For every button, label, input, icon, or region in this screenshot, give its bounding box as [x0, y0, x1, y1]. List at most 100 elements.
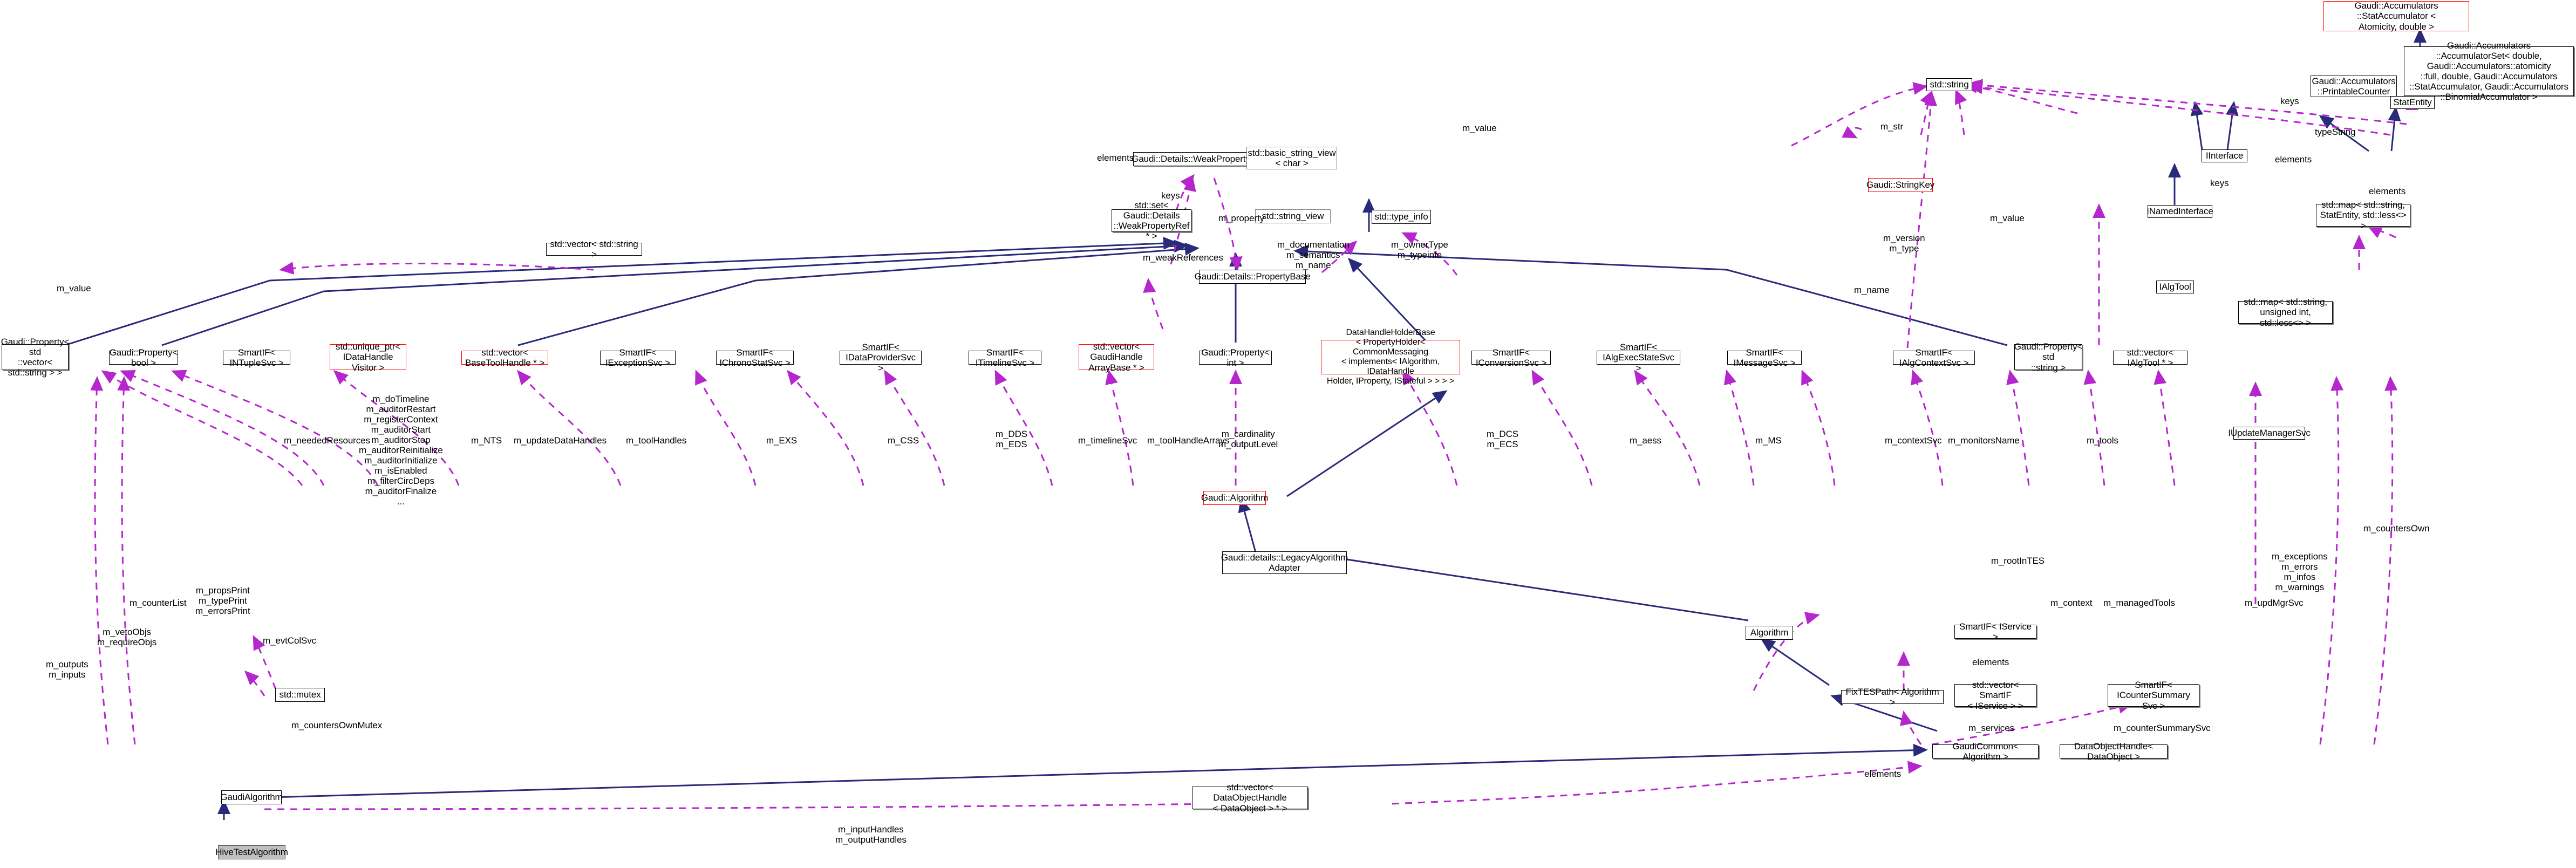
edge-label-m-tools: m_tools: [2087, 435, 2118, 446]
edge-label-big-properties: m_doTimeline m_auditorRestart m_register…: [359, 394, 443, 507]
edge-label-m-contextsvc: m_contextSvc: [1885, 435, 1942, 446]
node-dhholderbase[interactable]: DataHandleHolderBase < PropertyHolder< C…: [1321, 328, 1460, 386]
edge-label-m-propsprint: m_propsPrint m_typePrint m_errorsPrint: [195, 585, 250, 617]
edge-label-m-css: m_CSS: [888, 435, 919, 446]
node-propertybase[interactable]: Gaudi::Details::PropertyBase: [1195, 270, 1311, 284]
edge-label-elements-1: elements: [1097, 153, 1134, 163]
edge-label-m-str: m_str: [1880, 121, 1904, 132]
node-vecgaudiarr[interactable]: std::vector< GaudiHandle ArrayBase * >: [1079, 341, 1154, 373]
edge-label-m-nts: m_NTS: [471, 435, 502, 446]
edge-label-m-toolhandlearrays: m_toolHandleArrays: [1147, 435, 1230, 446]
edge-label-m-evtcolsvc: m_evtColSvc: [263, 635, 317, 646]
edge-label-m-updmgrsvc: m_updMgrSvc: [2245, 598, 2304, 608]
node-dohdataobject[interactable]: DataObjectHandle< DataObject >: [2060, 741, 2168, 762]
edge-label-m-countersownmutex: m_countersOwnMutex: [291, 720, 383, 730]
node-sifalgctx[interactable]: SmartIF< IAlgContextSvc >: [1893, 347, 1975, 368]
node-vecstring[interactable]: std::vector< std::string >: [546, 239, 642, 259]
node-stdstring[interactable]: std::string: [1926, 78, 1972, 91]
node-gaudialgorithm[interactable]: Gaudi::Algorithm: [1201, 491, 1268, 505]
node-basicstrview[interactable]: std::basic_string_view < char >: [1246, 147, 1337, 169]
node-sifexcept[interactable]: SmartIF< IExceptionSvc >: [600, 347, 676, 368]
node-stdmutex[interactable]: std::mutex: [275, 688, 325, 702]
edge-label-m-outputs: m_outputs m_inputs: [46, 659, 88, 680]
edge-label-m-timelinesvc: m_timelineSvc: [1078, 435, 1137, 446]
node-fixtespath[interactable]: FixTESPath< Algorithm >: [1841, 687, 1944, 707]
edge-label-m-version: m_version m_type: [1883, 233, 1925, 254]
edge-label-m-services: m_services: [1968, 723, 2014, 733]
node-propvecstring[interactable]: Gaudi::Property< std ::vector< std::stri…: [1, 336, 70, 378]
edge-label-m-name: m_name: [1854, 285, 1890, 295]
node-accset[interactable]: Gaudi::Accumulators ::AccumulatorSet< do…: [2404, 40, 2574, 102]
edge-label-m-countersown: m_countersOwn: [2363, 523, 2430, 534]
edge-label-m-toolhandles: m_toolHandles: [626, 435, 687, 446]
edge-label-m-aess: m_aess: [1630, 435, 1661, 446]
node-siftimeline[interactable]: SmartIF< ITimelineSvc >: [969, 347, 1041, 368]
node-sifiservice[interactable]: SmartIF< IService >: [1954, 621, 2036, 642]
edge-label-m-ownertype: m_ownerType m_typeinfo: [1391, 240, 1448, 261]
edge-label-m-value-left: m_value: [57, 283, 91, 293]
edge-label-m-weakreferences: m_weakReferences: [1143, 252, 1223, 263]
node-sifconv[interactable]: SmartIF< IConversionSvc >: [1471, 347, 1551, 368]
edge-label-m-cardinality: m_cardinality m_outputLevel: [1218, 429, 1278, 450]
node-mapunsigned[interactable]: std::map< std::string, unsigned int, std…: [2238, 297, 2333, 328]
edge-label-m-monitorsname: m_monitorsName: [1948, 435, 2020, 446]
node-iupdmgrsvc[interactable]: IUpdateManagerSvc: [2228, 427, 2311, 440]
node-setweakpropref[interactable]: std::set< Gaudi::Details ::WeakPropertyR…: [1112, 200, 1191, 241]
node-commonalg[interactable]: GaudiCommon< Algorithm >: [1932, 741, 2039, 762]
node-inamedif[interactable]: INamedInterface: [2146, 205, 2213, 218]
edge-label-m-managedtools: m_managedTools: [2103, 598, 2175, 608]
edge-label-m-neededresources: m_neededResources: [284, 435, 370, 446]
node-propstring[interactable]: Gaudi::Property< std ::string >: [2014, 341, 2083, 373]
node-hivetestalg[interactable]: HiveTestAlgorithm: [215, 845, 288, 859]
edge-label-m-documentation: m_documentation m_semantics m_name: [1277, 240, 1350, 271]
node-stringkey[interactable]: Gaudi::StringKey: [1866, 178, 1934, 192]
edge-label-m-context: m_context: [2050, 598, 2093, 608]
edge-label-m-inputhandles: m_inputHandles m_outputHandles: [835, 824, 907, 845]
node-weakpropref[interactable]: Gaudi::Details::WeakPropertyRef: [1132, 152, 1264, 166]
node-legacyadapter[interactable]: Gaudi::details::LegacyAlgorithm Adapter: [1221, 551, 1348, 574]
node-sifntuple[interactable]: SmartIF< INTupleSvc >: [223, 347, 290, 368]
node-sifcountersum[interactable]: SmartIF< ICounterSummary Svc >: [2108, 680, 2199, 711]
edge-label-m-ms: m_MS: [1755, 435, 1782, 446]
node-sifmessage[interactable]: SmartIF< IMessageSvc >: [1727, 347, 1802, 368]
node-ialgtool[interactable]: IAlgTool: [2156, 281, 2194, 293]
edge-label-m-value-top: m_value: [1462, 123, 1497, 133]
node-typeinfo[interactable]: std::type_info: [1372, 210, 1431, 224]
node-sifdataprov[interactable]: SmartIF< IDataProviderSvc >: [840, 342, 922, 373]
edge-label-m-value-right: m_value: [1990, 213, 2025, 223]
edge-label-m-updatedatahandles: m_updateDataHandles: [514, 435, 606, 446]
edge-label-keys-1: keys: [1161, 190, 1180, 201]
edge-label-keys-3: keys: [2210, 178, 2229, 188]
edge-label-elements-4: elements: [1972, 657, 2009, 667]
edge-label-m-property: m_property: [1218, 213, 1264, 223]
edge-label-keys-2: keys: [2280, 96, 2299, 106]
edge-label-m-exs: m_EXS: [766, 435, 798, 446]
edge-label-m-dcs: m_DCS m_ECS: [1487, 429, 1519, 450]
node-printable[interactable]: Gaudi::Accumulators ::PrintableCounter: [2311, 76, 2397, 97]
edge-label-m-exceptions: m_exceptions m_errors m_infos m_warnings: [2272, 551, 2328, 593]
node-iinterface[interactable]: IInterface: [2202, 149, 2247, 162]
edge-label-m-counterlist: m_counterList: [130, 598, 187, 608]
edge-label-m-dds: m_DDS m_EDS: [996, 429, 1028, 450]
node-statacc[interactable]: Gaudi::Accumulators ::StatAccumulator < …: [2323, 1, 2469, 32]
edge-label-elements-3: elements: [2369, 186, 2406, 196]
node-vecdoh[interactable]: std::vector< DataObjectHandle < DataObje…: [1192, 782, 1308, 814]
edge-label-m-rootintes: m_rootInTES: [1991, 556, 2045, 566]
node-algorithm[interactable]: Algorithm: [1746, 626, 1793, 640]
node-statentity[interactable]: StatEntity: [2390, 96, 2435, 109]
node-sifchrono[interactable]: SmartIF< IChronoStatSvc >: [716, 347, 794, 368]
node-uniqueptrvis[interactable]: std::unique_ptr< IDataHandle Visitor >: [330, 341, 406, 373]
node-stringview[interactable]: std::string_view: [1255, 209, 1331, 223]
node-sifalgexec[interactable]: SmartIF< IAlgExecStateSvc >: [1597, 342, 1680, 373]
node-propbool[interactable]: Gaudi::Property< bool >: [109, 347, 178, 368]
edge-label-typestring: typeString: [2315, 127, 2356, 137]
node-mapstatentity[interactable]: std::map< std::string, StatEntity, std::…: [2316, 200, 2410, 231]
edge-label-elements-2: elements: [2275, 154, 2312, 165]
node-vecsifservice[interactable]: std::vector< SmartIF < IService > >: [1954, 680, 2036, 711]
node-vecialgtool[interactable]: std::vector< IAlgTool * >: [2113, 347, 2187, 368]
node-gaudialgcls[interactable]: GaudiAlgorithm: [220, 790, 283, 804]
edge-label-elements-5: elements: [1864, 769, 1902, 779]
node-propint[interactable]: Gaudi::Property< int >: [1199, 347, 1272, 368]
node-vecbasetool[interactable]: std::vector< BaseToolHandle * >: [461, 347, 548, 368]
